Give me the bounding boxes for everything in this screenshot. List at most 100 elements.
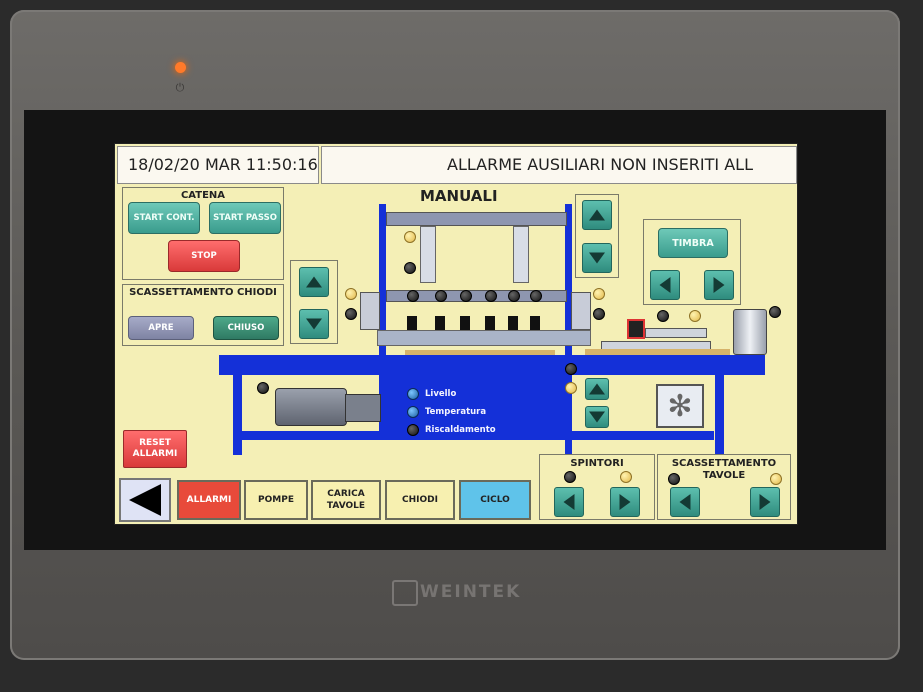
hmi-screen: 18/02/20 MAR 11:50:16 ALLARME AUSILIARI … (114, 143, 798, 525)
status-indicator (593, 288, 605, 300)
tavole-left-arrow-button[interactable] (670, 487, 700, 517)
fan-icon: ✻ (656, 384, 704, 428)
scassettamento-chiodi-panel: SCASSETTAMENTO CHIODI APRE CHIUSO (122, 284, 284, 346)
power-led (175, 62, 186, 73)
brand-logo-icon (392, 580, 418, 606)
left-down-arrow-button[interactable] (299, 309, 329, 339)
nailer-indicator (530, 290, 542, 302)
nail-beam (386, 290, 567, 302)
status-indicator (689, 310, 701, 322)
apre-button[interactable]: APRE (128, 316, 194, 340)
base-left-leg (233, 375, 242, 455)
start-cont-button[interactable]: START CONT. (128, 202, 200, 234)
nailer-indicator (460, 290, 472, 302)
arrow-down-icon (589, 252, 605, 264)
spintori-panel: SPINTORI (539, 454, 655, 520)
nailer-indicator (407, 290, 419, 302)
spintori-right-indicator (620, 471, 632, 483)
scassettamento-tavole-panel: SCASSETTAMENTO TAVOLE (657, 454, 791, 520)
tavole-left-indicator (668, 473, 680, 485)
pressure-bar (377, 330, 591, 346)
arrow-left-icon (679, 494, 691, 510)
arrow-right-icon (713, 277, 725, 293)
stamp-head (627, 319, 645, 339)
base-right-leg (715, 375, 724, 455)
livello-indicator (407, 388, 419, 400)
stamp-rod (645, 328, 707, 338)
tavole-right-arrow-button[interactable] (750, 487, 780, 517)
timbra-left-arrow-button[interactable] (650, 270, 680, 300)
spintori-left-arrow-button[interactable] (554, 487, 584, 517)
left-up-arrow-button[interactable] (299, 267, 329, 297)
outfeed-motor (733, 309, 767, 355)
arrow-right-icon (619, 494, 631, 510)
arrow-up-icon (589, 209, 605, 221)
arrow-left-icon (659, 277, 671, 293)
arrow-right-icon (759, 494, 771, 510)
power-icon: ⏻ (175, 81, 185, 94)
arrow-left-icon (563, 494, 575, 510)
tab-chiodi[interactable]: CHIODI (385, 480, 455, 520)
aux-down-arrow-button[interactable] (585, 406, 609, 428)
tab-ciclo[interactable]: CICLO (459, 480, 531, 520)
arrow-up-icon (306, 276, 322, 288)
top-up-arrow-button[interactable] (582, 200, 612, 230)
tavole-right-indicator (770, 473, 782, 485)
catena-title: CATENA (180, 190, 226, 201)
top-updown-panel (575, 194, 619, 278)
start-passo-button[interactable]: START PASSO (209, 202, 281, 234)
wood-board (405, 350, 555, 356)
status-indicator (769, 306, 781, 318)
stop-button[interactable]: STOP (168, 240, 240, 272)
machine-base-beam (219, 355, 765, 375)
page-title: MANUALI (420, 187, 498, 205)
nailer-indicator (435, 290, 447, 302)
tab-allarmi[interactable]: ALLARMI (177, 480, 241, 520)
status-indicator (565, 363, 577, 375)
status-indicator (345, 288, 357, 300)
timbra-right-arrow-button[interactable] (704, 270, 734, 300)
left-updown-panel (290, 260, 338, 344)
status-indicator (257, 382, 269, 394)
pump-motor (275, 388, 347, 426)
reset-allarmi-button[interactable]: RESET ALLARMI (123, 430, 187, 468)
machine-right-column (565, 204, 572, 454)
arrow-up-icon (589, 383, 605, 395)
left-cylinder (420, 226, 436, 283)
status-indicator (404, 231, 416, 243)
chiuso-button[interactable]: CHIUSO (213, 316, 279, 340)
spintori-right-arrow-button[interactable] (610, 487, 640, 517)
nailer-indicator (485, 290, 497, 302)
temperatura-label: Temperatura (425, 407, 487, 417)
livello-label: Livello (425, 389, 457, 399)
right-clamp (571, 292, 591, 330)
aux-up-arrow-button[interactable] (585, 378, 609, 400)
board-outfeed (585, 349, 730, 355)
back-button[interactable] (119, 478, 171, 522)
timbra-button[interactable]: TIMBRA (658, 228, 728, 258)
machine-left-column (379, 204, 386, 358)
top-down-arrow-button[interactable] (582, 243, 612, 273)
status-indicator (345, 308, 357, 320)
status-indicator (565, 382, 577, 394)
riscaldamento-indicator (407, 424, 419, 436)
nailer-indicator (508, 290, 520, 302)
riscaldamento-label: Riscaldamento (425, 425, 496, 435)
spintori-title: SPINTORI (570, 458, 624, 469)
left-clamp (360, 292, 380, 330)
scassettamento-tavole-title: SCASSETTAMENTO TAVOLE (671, 458, 777, 481)
catena-panel: CATENA START CONT. START PASSO STOP (122, 187, 284, 280)
status-indicator (404, 262, 416, 274)
arrow-down-icon (306, 318, 322, 330)
scassettamento-chiodi-title: SCASSETTAMENTO CHIODI (129, 287, 277, 298)
right-cylinder (513, 226, 529, 283)
tab-carica-tavole[interactable]: CARICA TAVOLE (311, 480, 381, 520)
base-lower-rail (242, 431, 714, 440)
control-cabinet (379, 375, 565, 431)
arrow-down-icon (589, 411, 605, 423)
back-arrow-icon (129, 484, 161, 516)
tab-pompe[interactable]: POMPE (244, 480, 308, 520)
status-indicator (657, 310, 669, 322)
alarm-marquee: ALLARME AUSILIARI NON INSERITI ALL (321, 146, 797, 184)
temperatura-indicator (407, 406, 419, 418)
